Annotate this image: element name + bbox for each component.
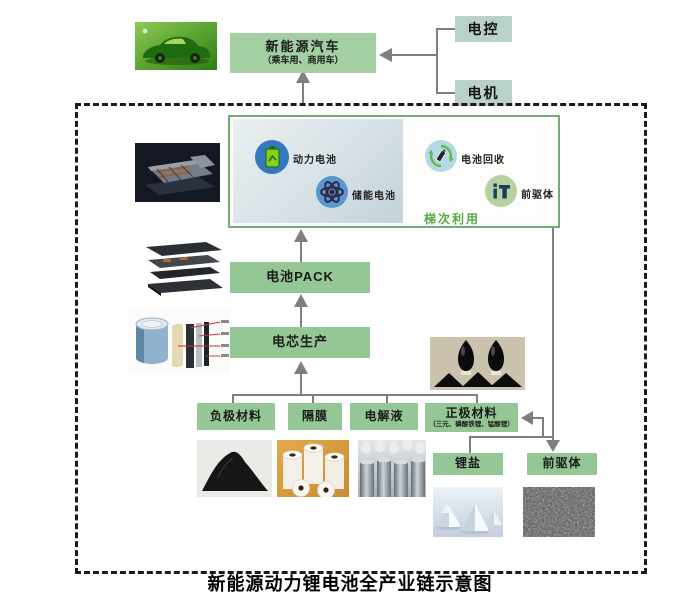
cell-production-label: 电芯生产 [271,334,328,350]
anode-material-node: 负极材料 [197,403,275,430]
precursor-material-photo [523,487,595,537]
precursor-material-node: 前驱体 [527,453,597,475]
motor-controller-bracket [436,28,455,94]
power-battery-node [255,140,289,174]
diagram-caption: 新能源动力锂电池全产业链示意图 [207,574,493,594]
vehicle-subtitle: （乘车用、商用车） [262,54,344,65]
recycle-arrows-icon [428,144,454,168]
separator-node: 隔膜 [288,403,342,430]
precursor-material-label: 前驱体 [542,456,582,471]
cathode-material-subtitle: （三元、磷酸铁锂、锰酸锂） [429,420,514,428]
pack-explosion-photo [130,240,225,297]
cell-structure-photo [128,308,230,374]
power-battery-label: 动力电池 [293,155,337,166]
separator-rolls-photo [277,440,349,497]
battery-use-subpanel [233,119,403,223]
lithium-salt-node: 锂盐 [433,453,503,475]
anode-material-label: 负极材料 [209,408,262,423]
anode-powder-photo [197,440,272,497]
cell-production-node: 电芯生产 [230,327,370,358]
cascade-use-label: 梯次利用 [424,212,481,226]
battery-recycling-label: 电池回收 [461,155,505,166]
storage-battery-label: 储能电池 [352,191,396,202]
pack-node: 电池PACK [230,262,370,293]
controller-node: 电控 [455,16,512,42]
vehicle-title: 新能源汽车 [265,39,341,55]
precursor-node [485,175,517,207]
electrolyte-photo [358,440,426,497]
cathode-material-label: 正极材料 [445,406,498,421]
battery-recycling-node [425,140,457,172]
arrowhead-into-vehicle-left [379,48,392,62]
ev-car-photo [135,22,217,70]
motor-node: 电机 [455,80,512,106]
cathode-powder-photo [430,337,525,390]
storage-battery-node [316,176,348,208]
lithium-salt-photo [433,487,503,537]
pack-label: 电池PACK [266,269,334,285]
electrolyte-node: 电解液 [350,403,418,430]
precursor-circle-label: 前驱体 [521,190,554,201]
cathode-material-node: 正极材料 （三元、磷酸铁锂、锰酸锂） [425,403,518,432]
lithium-salt-label: 锂盐 [454,456,481,471]
it-mark-icon [493,183,510,199]
motor-label: 电机 [467,85,500,101]
battery-pack-photo [135,143,220,202]
electrolyte-label: 电解液 [364,408,404,423]
vehicle-node: 新能源汽车 （乘车用、商用车） [230,33,376,73]
controller-label: 电控 [467,21,500,37]
atom-icon [320,181,344,203]
industry-chain-frame [75,103,647,574]
separator-label: 隔膜 [301,408,328,423]
battery-icon [265,146,280,168]
